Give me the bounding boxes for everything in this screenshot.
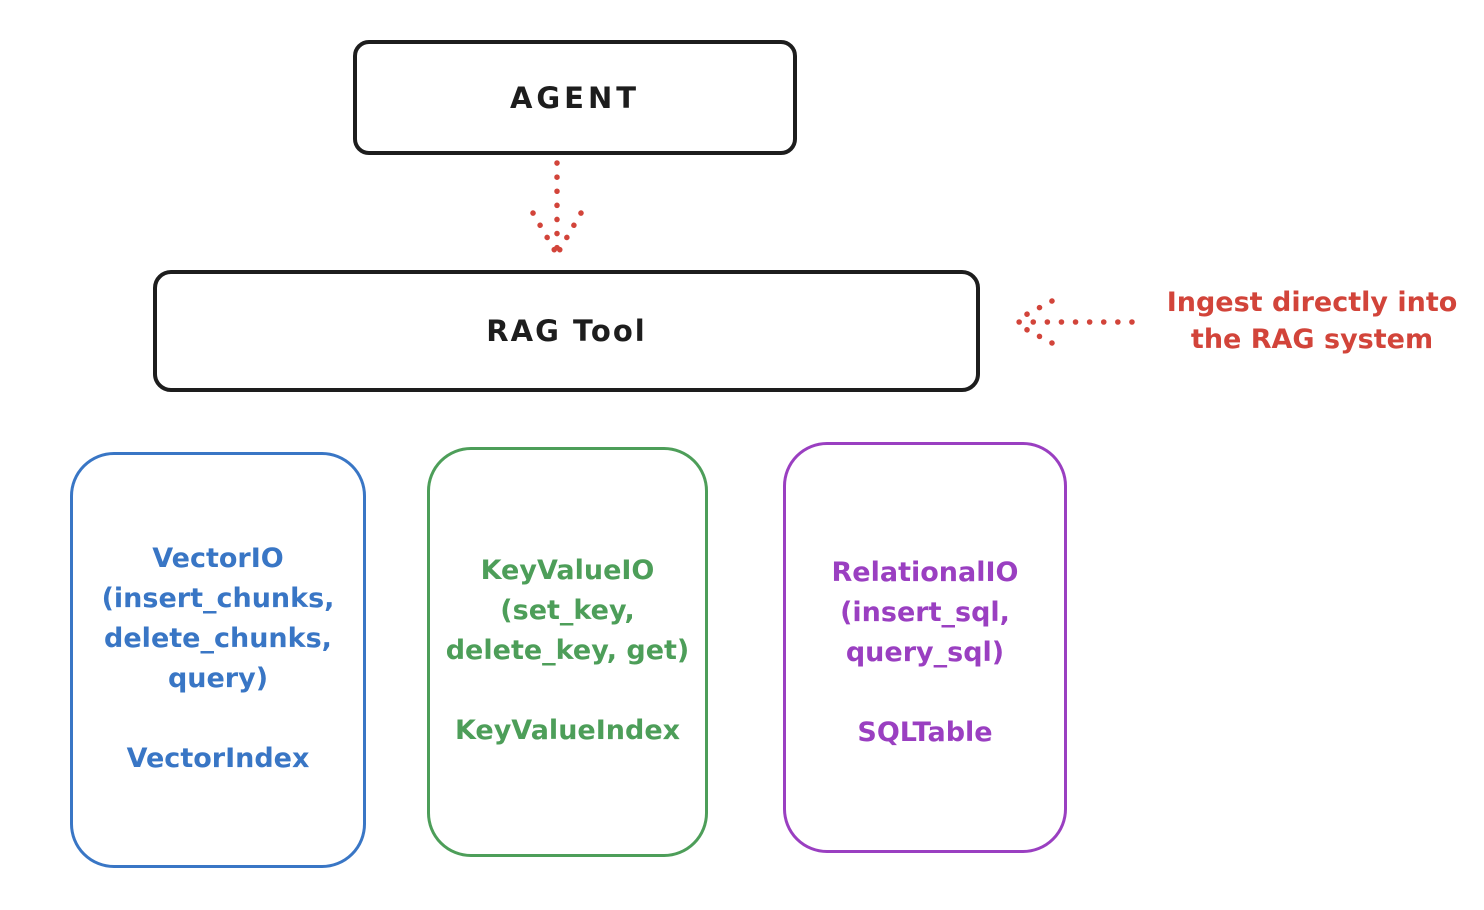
arrow-down-agent-to-ragtool-icon	[530, 160, 584, 256]
box-text-line: (insert_chunks,	[101, 583, 335, 614]
arrow-left-annotation-to-ragtool-icon	[1013, 298, 1135, 346]
keyvalue-io-functions: KeyValueIO (set_key, delete_key, get)	[430, 551, 705, 671]
vector-index-label: VectorIndex	[126, 743, 310, 774]
box-text-line: (insert_sql,	[840, 597, 1010, 628]
ingest-annotation: Ingest directly into the RAG system	[1140, 284, 1484, 358]
agent-label: AGENT	[509, 80, 641, 115]
keyvalue-io-box: KeyValueIO (set_key, delete_key, get) KeyV…	[427, 447, 708, 857]
rag-tool-node: RAG Tool	[153, 270, 980, 392]
relational-io-functions: RelationalIO (insert_sql, query_sql)	[786, 553, 1064, 673]
box-text-line: RelationalIO	[831, 557, 1019, 588]
rag-tool-label: RAG Tool	[486, 314, 647, 348]
relational-io-box: RelationalIO (insert_sql, query_sql) SQLTa…	[783, 442, 1067, 853]
vector-io-box: VectorIO (insert_chunks, delete_chunks,que…	[70, 452, 366, 868]
vector-io-functions: VectorIO (insert_chunks, delete_chunks,que…	[73, 539, 363, 699]
box-text-line: query_sql)	[845, 637, 1005, 668]
box-text-line: (set_key,	[500, 595, 635, 626]
box-text-line: query)	[167, 663, 269, 694]
keyvalue-index-label: KeyValueIndex	[454, 715, 681, 746]
sql-table-label: SQLTable	[857, 717, 993, 748]
box-text-line: delete_chunks,	[104, 623, 332, 654]
ingest-annotation-line1: Ingest directly into	[1166, 287, 1458, 318]
box-text-line: VectorIO	[152, 543, 284, 574]
box-text-line: delete_key, get)	[445, 635, 690, 666]
box-text-line: KeyValueIO	[480, 555, 655, 586]
agent-node: AGENT	[353, 40, 797, 155]
ingest-annotation-line2: the RAG system	[1190, 324, 1434, 355]
